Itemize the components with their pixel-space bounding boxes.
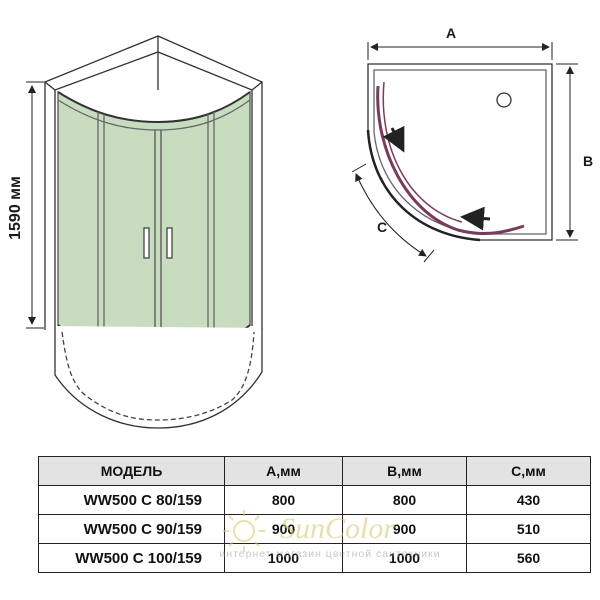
column-header: C,мм (466, 456, 591, 486)
model-cell: WW500 C 80/159 (38, 485, 225, 515)
table-row: WW500 C 100/159 1000 1000 560 (38, 543, 591, 573)
column-header: МОДЕЛЬ (38, 456, 225, 486)
glass-panels (57, 90, 251, 361)
height-dimension (26, 81, 44, 329)
model-cell: WW500 C 90/159 (38, 514, 225, 544)
drain-icon (496, 92, 512, 108)
column-header: B,мм (342, 456, 467, 486)
table-cell: 510 (466, 514, 591, 544)
dim-c (351, 163, 435, 263)
door-track (376, 85, 525, 235)
door-handle-right (166, 227, 173, 259)
table-cell: 800 (342, 485, 467, 515)
table-header-row: МОДЕЛЬ A,мм B,мм C,мм (38, 456, 591, 486)
table-row: WW500 C 90/159 900 900 510 (38, 514, 591, 544)
table-row: WW500 C 80/159 800 800 430 (38, 485, 591, 515)
plan-view (366, 63, 553, 242)
height-label: 1590 мм (7, 176, 24, 240)
dim-b-label: B (583, 153, 593, 169)
slide-arrow-bottom (460, 206, 491, 231)
slide-arrow-left (382, 125, 405, 153)
front-view (43, 35, 264, 429)
table-cell: 560 (466, 543, 591, 573)
dim-c-label: C (377, 219, 387, 235)
table-cell: 800 (224, 485, 343, 515)
table-cell: 900 (224, 514, 343, 544)
top-frame (43, 35, 264, 91)
shower-tray (54, 326, 263, 429)
table-cell: 1000 (224, 543, 343, 573)
spec-table: МОДЕЛЬ A,мм B,мм C,мм WW500 C 80/159 800… (38, 456, 591, 573)
table-cell: 430 (466, 485, 591, 515)
dim-a-label: A (446, 25, 456, 41)
column-header: A,мм (224, 456, 343, 486)
door-handle-left (143, 227, 150, 259)
dim-b (556, 63, 578, 241)
table-cell: 1000 (342, 543, 467, 573)
table-cell: 900 (342, 514, 467, 544)
model-cell: WW500 C 100/159 (38, 543, 225, 573)
dim-a (367, 42, 553, 60)
